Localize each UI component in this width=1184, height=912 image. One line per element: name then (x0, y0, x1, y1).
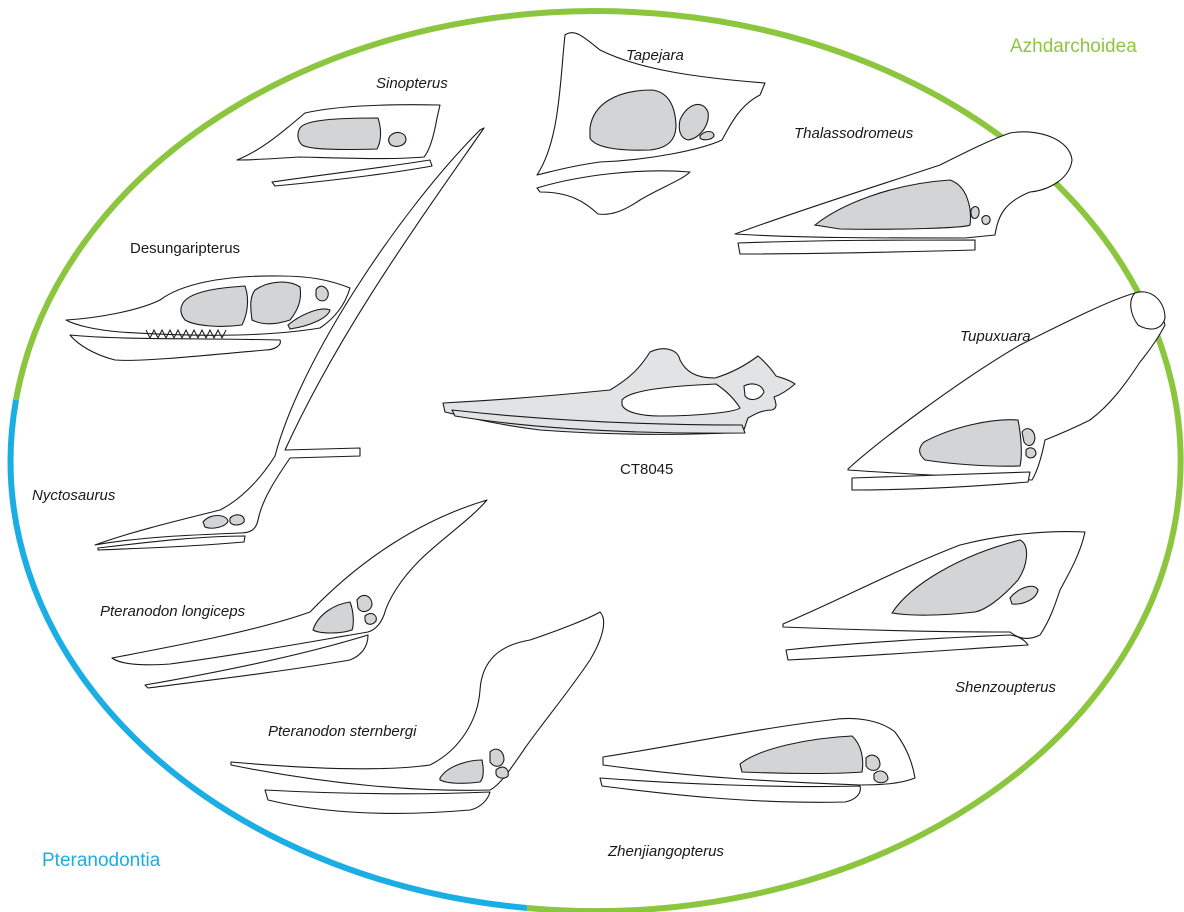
shenzoupterus-skull (783, 532, 1085, 660)
azhdarchoidea-label: Azhdarchoidea (1010, 36, 1137, 57)
shenzoupterus-label: Shenzoupterus (955, 679, 1056, 696)
desungaripterus-skull (66, 276, 350, 360)
zhenjiangopterus-label: Zhenjiangopterus (607, 843, 724, 860)
sinopterus-skull (237, 105, 440, 186)
ct8045-label: CT8045 (620, 461, 673, 478)
pteranodontia-label: Pteranodontia (42, 850, 161, 871)
tapejara-label: Tapejara (626, 47, 684, 64)
sinopterus-label: Sinopterus (376, 75, 448, 92)
pteranodon-longiceps-label: Pteranodon longiceps (100, 603, 246, 620)
nyctosaurus-label: Nyctosaurus (32, 487, 116, 504)
desungaripterus-label: Desungaripterus (130, 240, 240, 257)
thalassodromeus-label: Thalassodromeus (794, 125, 914, 142)
thalassodromeus-skull (735, 132, 1072, 254)
tupuxuara-skull (848, 292, 1165, 490)
pteranodon-sternbergi-label: Pteranodon sternbergi (268, 723, 417, 740)
zhenjiangopterus-skull (600, 719, 915, 803)
tupuxuara-label: Tupuxuara (960, 328, 1031, 345)
ct8045-skull (443, 349, 795, 435)
